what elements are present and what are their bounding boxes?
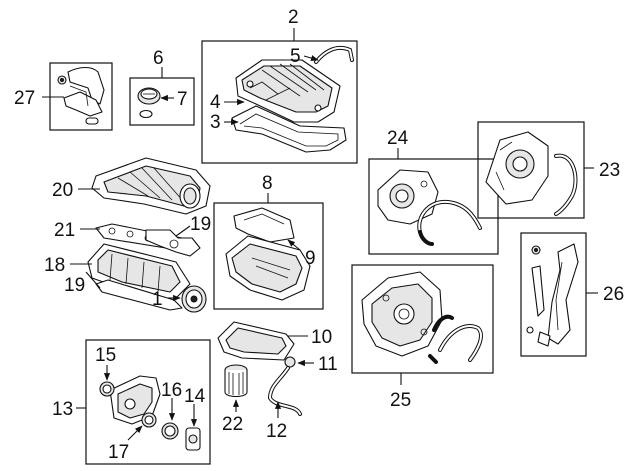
callout-25: 25 [390,390,411,411]
oil-baffle-icon [233,207,295,243]
upper-oil-pan-icon [225,235,311,301]
callout-7: 7 [177,89,188,110]
part-group-10[interactable]: 10 [217,321,332,361]
callout-18: 18 [44,255,65,276]
front-timing-cover-icon [361,271,443,357]
seal-15-icon [99,381,115,397]
part-group-23[interactable]: 23 [477,121,620,219]
callout-2: 2 [288,7,299,28]
callout-15: 15 [95,345,116,366]
callout-21: 21 [54,220,75,241]
pulley-icon [181,285,207,313]
callout-6: 6 [153,48,164,69]
oil-filter-icon [224,364,248,398]
callout-20: 20 [52,180,73,201]
group-box-26 [520,232,587,357]
callout-3: 3 [210,112,221,133]
group-box-2 [201,40,358,164]
part-group-13[interactable]: 13 15 17 16 14 [52,339,211,465]
rear-timing-cover-icon [485,131,549,205]
callout-19a: 19 [190,214,211,235]
rear-cover-seal-icon [554,153,578,216]
seal-17-icon [141,412,157,428]
part-group-8[interactable]: 8 9 [213,173,324,310]
timing-guide-icon [526,243,579,347]
callout-23: 23 [599,160,620,181]
callout-4: 4 [210,92,221,113]
timing-cover-icon [377,169,439,225]
callout-19b: 19 [64,275,85,296]
callout-17: 17 [108,442,129,463]
timing-cover-seal-hoses-icon [428,314,483,364]
part-group-intake[interactable]: 20 21 19 18 19 [44,157,211,313]
oil-pickup-tube-icon [267,356,302,416]
callout-24: 24 [387,128,409,149]
callout-8: 8 [262,173,273,194]
intake-manifold-icon [91,157,211,215]
leader-17 [127,425,143,441]
part-group-2[interactable]: 2 5 4 3 [201,7,358,164]
part-group-22[interactable]: 22 [222,364,248,435]
valve-cover-icon [235,59,341,123]
callout-11: 11 [318,354,338,375]
part-group-26[interactable]: 26 [520,232,624,357]
callout-22: 22 [222,414,243,435]
callout-5: 5 [290,46,301,67]
group-box-25 [351,264,494,374]
pcv-hose-icon [314,45,354,64]
timing-cover-gasket-icon [417,199,482,246]
callout-12: 12 [266,421,287,442]
leader-5 [303,55,319,62]
seal-16-icon [161,422,179,440]
leader-9 [287,239,301,251]
part-group-11-12[interactable]: 11 12 [266,354,338,442]
callout-13: 13 [52,399,73,420]
throttle-gasket-icon [145,229,201,257]
oil-cap-icon [137,87,161,119]
lower-intake-gasket-icon [95,279,183,311]
lower-intake-manifold-icon [87,243,191,301]
callout-9: 9 [305,248,316,269]
front-cover-housing-icon [109,375,161,425]
callout-26: 26 [603,284,624,305]
part-group-27[interactable]: 27 [14,62,113,131]
group-box-23 [477,121,585,219]
part-group-6-7[interactable]: 6 7 [129,48,195,126]
group-box-13 [85,339,211,465]
callout-1: 1 [152,289,163,310]
part-group-25[interactable]: 25 [351,264,494,411]
leader-19a [175,225,191,237]
callout-14: 14 [184,386,206,407]
leader-19b [85,271,101,289]
callout-27: 27 [14,88,35,109]
part-group-24[interactable]: 24 [368,128,499,255]
lower-oil-pan-icon [217,321,295,361]
callout-16: 16 [161,380,182,401]
group-box-24 [368,158,499,255]
bracket-assembly-icon [57,66,105,125]
valve-cover-gasket-icon [231,105,347,153]
gasket-14-icon [185,427,201,451]
callout-10: 10 [311,327,332,348]
